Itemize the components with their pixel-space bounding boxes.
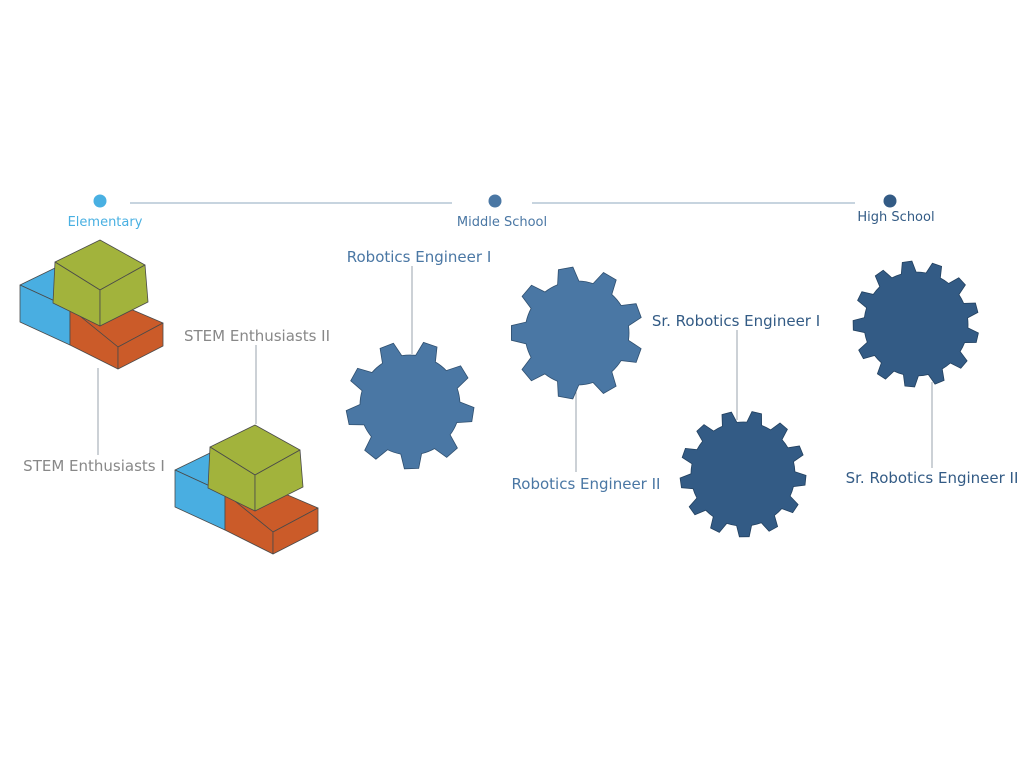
- course-label-robotics-engineer-2: Robotics Engineer II: [512, 475, 661, 493]
- stage-label-elementary: Elementary: [68, 215, 143, 230]
- course-label-stem-enthusiasts-1: STEM Enthusiasts I: [23, 457, 165, 475]
- building-blocks-icon: [19, 239, 164, 370]
- course-label-robotics-engineer-1: Robotics Engineer I: [347, 248, 492, 266]
- stage-label-high-school: High School: [857, 210, 934, 225]
- timeline-dot-middle-school: [488, 194, 502, 208]
- course-label-stem-enthusiasts-2: STEM Enthusiasts II: [184, 327, 330, 345]
- timeline-dot-high-school: [883, 194, 897, 208]
- gear-icon: [345, 341, 475, 470]
- course-label-sr-robotics-engineer-1: Sr. Robotics Engineer I: [652, 312, 820, 330]
- gear-icon: [679, 411, 807, 538]
- building-blocks-icon: [174, 424, 319, 555]
- course-label-sr-robotics-engineer-2: Sr. Robotics Engineer II: [846, 469, 1019, 487]
- stage-label-middle-school: Middle School: [457, 215, 547, 230]
- gear-icon: [511, 266, 642, 400]
- timeline-dot-elementary: [93, 194, 107, 208]
- gear-icon: [852, 260, 979, 388]
